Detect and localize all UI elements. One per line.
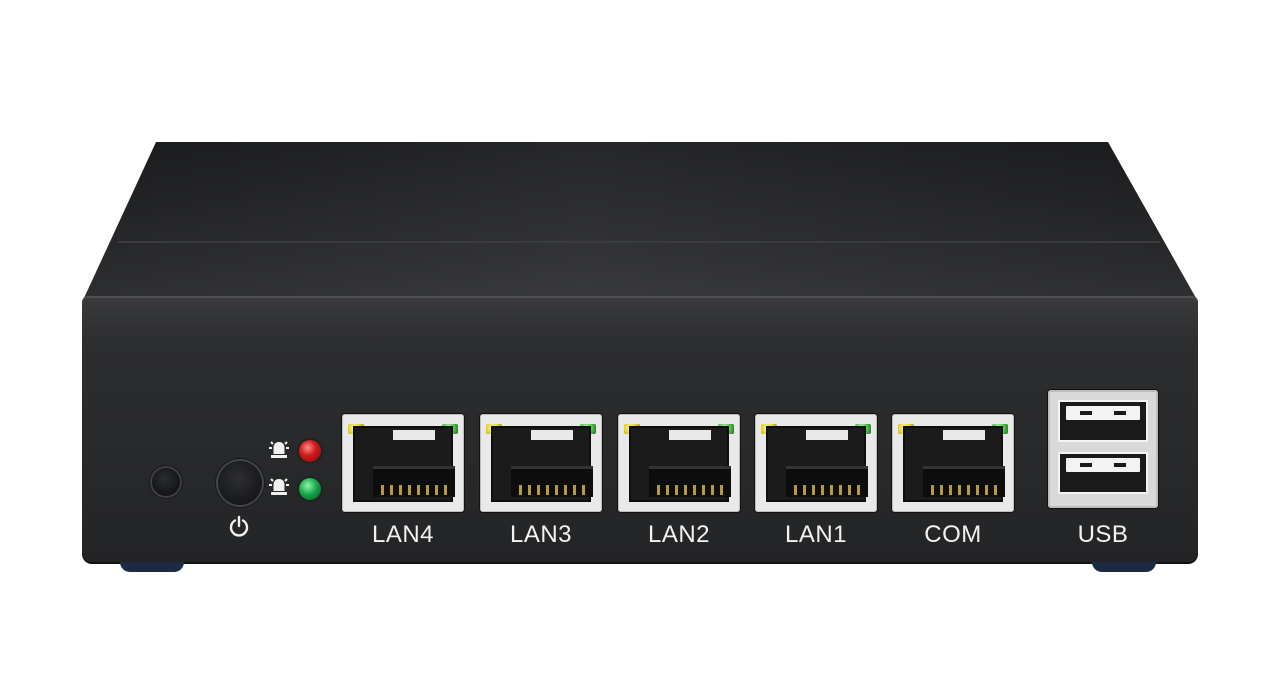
port-label-usb: USB	[1077, 521, 1129, 548]
port-label-lan3: LAN3	[509, 521, 573, 548]
port-socket	[491, 426, 593, 502]
activity-led-icon	[269, 478, 289, 495]
status-led-green	[299, 478, 321, 500]
power-button[interactable]	[218, 461, 262, 505]
port-label-lan1: LAN1	[784, 521, 848, 548]
rj45-port-com[interactable]	[892, 414, 1014, 512]
power-icon	[229, 515, 249, 537]
port-label-lan4: LAN4	[371, 521, 435, 548]
port-socket	[629, 426, 731, 502]
port-label-lan2: LAN2	[647, 521, 711, 548]
rubber-foot-left	[120, 562, 184, 572]
rj45-port-lan2[interactable]	[618, 414, 740, 512]
usb-port-bottom[interactable]	[1058, 452, 1148, 494]
rj45-port-lan1[interactable]	[755, 414, 877, 512]
port-socket	[766, 426, 868, 502]
port-socket	[353, 426, 455, 502]
usb-port-top[interactable]	[1058, 400, 1148, 442]
reset-button[interactable]	[152, 468, 180, 496]
port-socket	[903, 426, 1005, 502]
rj45-port-lan4[interactable]	[342, 414, 464, 512]
rj45-port-lan3[interactable]	[480, 414, 602, 512]
usb-port-stack[interactable]	[1048, 390, 1158, 508]
port-label-com: COM	[924, 521, 982, 548]
status-led-red	[299, 440, 321, 462]
rubber-foot-right	[1092, 562, 1156, 572]
activity-led-icon	[269, 441, 289, 458]
